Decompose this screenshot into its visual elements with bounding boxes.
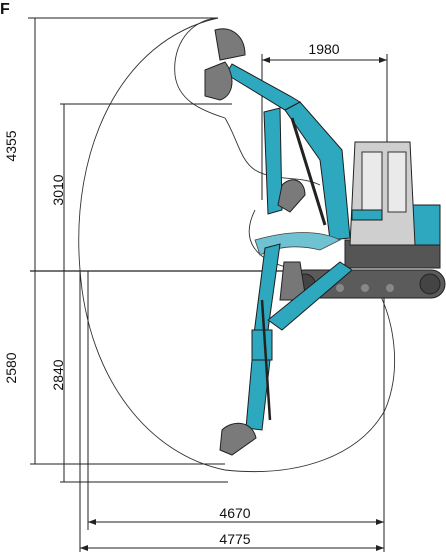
- bucket-dump: [204, 61, 233, 101]
- bucket-mid: [277, 179, 306, 213]
- label-max-dig-depth: 2840: [50, 359, 66, 390]
- working-envelope: [78, 17, 395, 473]
- upper-structure: [344, 141, 441, 269]
- dim-max-reach: 4775: [79, 271, 385, 552]
- undercarriage: [279, 261, 446, 301]
- dim-max-dump-height: 3010: [50, 103, 232, 271]
- label-min-swing-radius: 1980: [308, 41, 339, 57]
- boom-arm-upright: [225, 63, 351, 241]
- label-max-dig-depth-vertical: 2580: [3, 352, 19, 383]
- dim-max-dig-depth-vertical: 2580: [3, 271, 225, 465]
- label-max-reach: 4775: [219, 531, 250, 547]
- mini-excavator-illustration: [204, 28, 446, 456]
- dim-max-dig-depth: 2840: [50, 271, 228, 483]
- label-max-dig-height: 4355: [3, 130, 19, 161]
- boom-arm-reach: [245, 232, 353, 431]
- dim-max-reach-ground: 4670: [87, 271, 385, 530]
- label-max-reach-ground: 4670: [219, 505, 250, 521]
- bucket-top: [214, 28, 246, 61]
- label-max-dump-height: 3010: [50, 174, 66, 205]
- corner-mark: F: [0, 1, 10, 18]
- dim-max-dig-height: 4355: [3, 17, 218, 271]
- bucket-bottom: [219, 422, 257, 456]
